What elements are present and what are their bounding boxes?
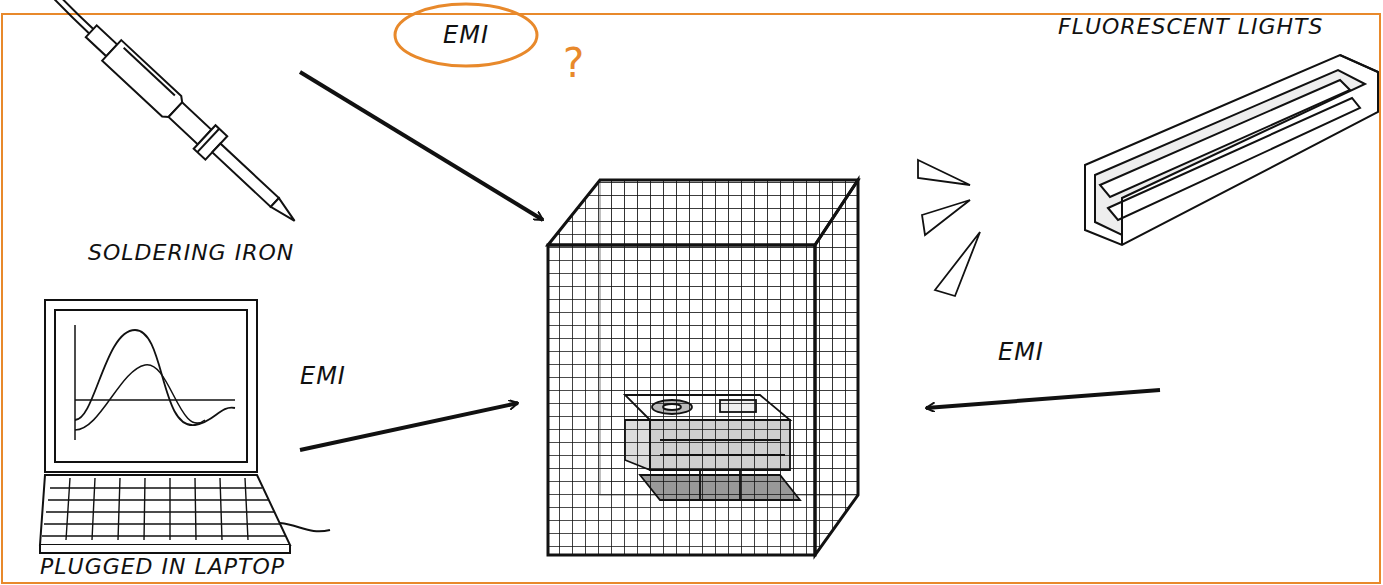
light-rays xyxy=(918,160,980,296)
emi-arrow xyxy=(300,72,543,220)
illustration-label: PLUGGED IN LAPTOP xyxy=(40,554,285,579)
laptop xyxy=(40,300,330,553)
soldering-iron xyxy=(6,0,306,233)
illustration-label: FLUORESCENT LIGHTS xyxy=(1058,14,1323,39)
illustration-label: ? xyxy=(563,40,585,86)
ellipse-outline xyxy=(395,4,537,66)
node-text: EMI xyxy=(443,21,489,49)
frame-border xyxy=(2,14,1380,583)
emi-arrow xyxy=(300,403,518,450)
emi-arrow xyxy=(926,390,1160,408)
faraday-cage xyxy=(548,180,858,555)
illustration-label: SOLDERING IRON xyxy=(88,240,294,265)
illustration-label: EMI xyxy=(300,362,346,390)
circled-label: EMI xyxy=(393,2,539,68)
fluorescent-fixture xyxy=(1085,55,1378,245)
illustration-label: EMI xyxy=(998,338,1044,366)
